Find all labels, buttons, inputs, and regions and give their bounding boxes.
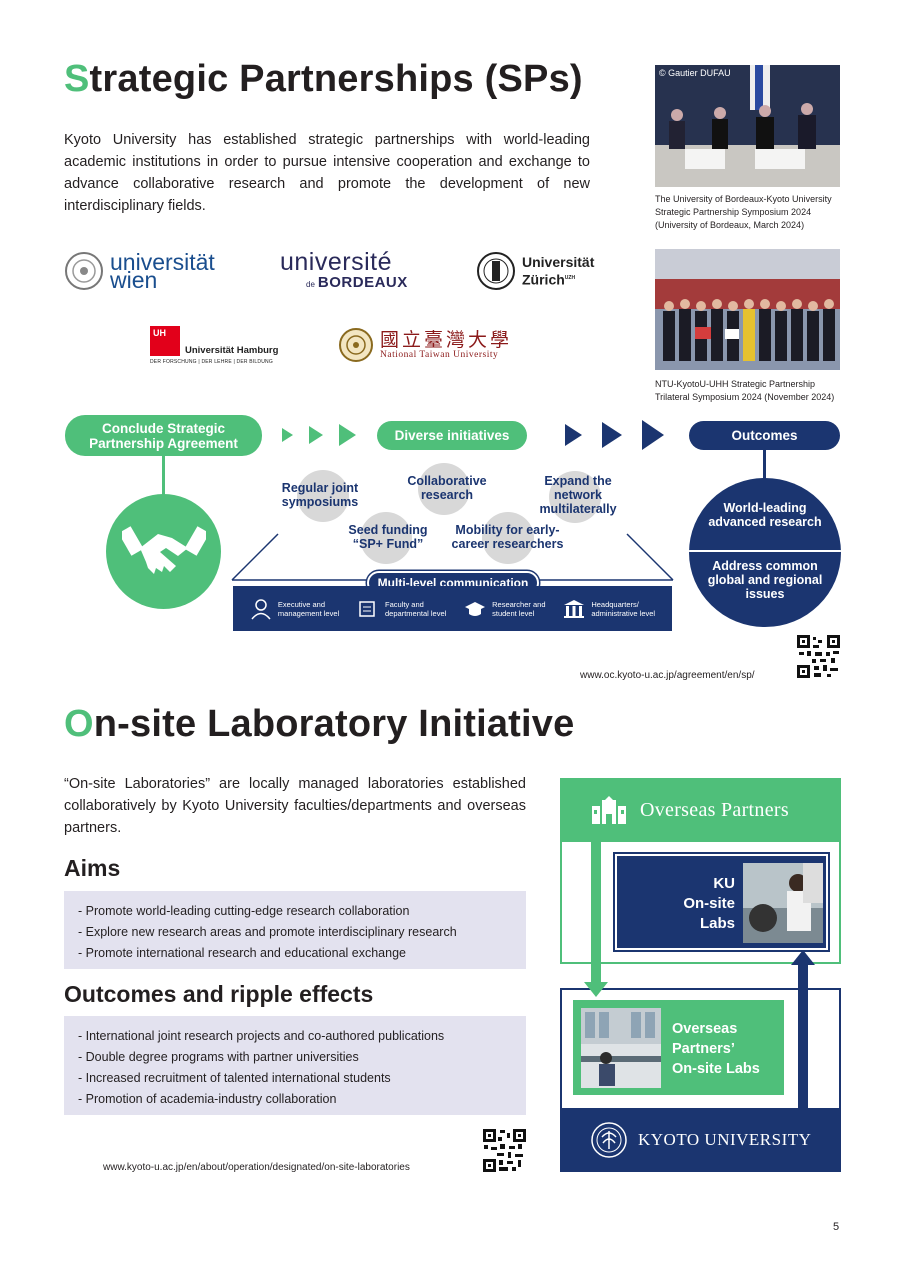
panel-photo-illustration	[655, 65, 840, 187]
list-item: - Promote international research and edu…	[78, 946, 406, 960]
photo2-caption: NTU-KyotoU-UHH Strategic Partnership Tri…	[655, 379, 835, 402]
photo1-caption: The University of Bordeaux-Kyoto Univers…	[655, 194, 832, 230]
bubble-bg	[418, 463, 470, 515]
osl-intro: “On-site Laboratories” are locally manag…	[64, 776, 526, 836]
up-arrow-icon	[791, 950, 815, 965]
bubble-collaborative-research: Collaborative research	[407, 474, 487, 502]
conclude-agreement-pill: Conclude Strategic Partnership Agreement	[65, 415, 262, 456]
down-arrow-icon	[584, 982, 608, 997]
outcomes-box: - International joint research projects …	[64, 1016, 526, 1115]
faculty-icon	[359, 600, 375, 617]
bordeaux-symposium-photo: © Gautier DUFAU	[655, 65, 840, 187]
outcomes-connector	[763, 450, 766, 480]
lab-researcher-photo	[743, 863, 823, 943]
sp-qr-code-icon[interactable]	[797, 635, 840, 678]
level-headquarters: Headquarters/administrative level	[563, 598, 655, 620]
logo-university-of-vienna: universität wien	[64, 251, 215, 292]
sp-title: Strategic Partnerships (SPs)	[64, 58, 583, 100]
zurich-seal-icon	[477, 252, 515, 290]
list-item: - Increased recruitment of talented inte…	[78, 1071, 391, 1085]
aims-box: - Promote world-leading cutting-edge res…	[64, 891, 526, 969]
outcomes-heading: Outcomes and ripple effects	[64, 981, 374, 1007]
bubble-bg	[297, 470, 349, 522]
multi-level-outline	[231, 533, 674, 581]
building-icon	[564, 599, 585, 618]
arrow-icon	[282, 428, 293, 442]
arrow-icon	[602, 422, 622, 448]
onsite-lab-diagram: Overseas Partners KU On-site Labs KYOTO …	[560, 778, 841, 1172]
diverse-initiatives-pill: Diverse initiatives	[377, 421, 527, 450]
logo-national-taiwan-university: 國立臺灣大學 National Taiwan University	[338, 327, 512, 363]
handshake-icon	[121, 525, 206, 574]
logo-universite-de-bordeaux: université de BORDEAUX	[280, 248, 408, 292]
person-icon	[251, 598, 271, 619]
bubble-bg	[549, 471, 601, 523]
list-item: - Double degree programs with partner un…	[78, 1050, 359, 1064]
bubble-seed-funding: Seed funding “SP+ Fund”	[348, 523, 428, 551]
vienna-seal-icon	[65, 252, 103, 290]
logo-university-of-zurich: Universität ZürichUZH	[476, 251, 594, 291]
ku-onsite-labs-box: KU On-site Labs	[615, 854, 828, 950]
hamburg-badge: UH	[150, 326, 180, 356]
arrow-icon	[309, 426, 323, 444]
outcomes-divider	[689, 550, 841, 552]
list-item: - Promote world-leading cutting-edge res…	[78, 904, 410, 918]
outcome-world-leading: World-leading advanced research	[708, 501, 822, 529]
list-item: - International joint research projects …	[78, 1029, 445, 1043]
list-item: - Promotion of academia-industry collabo…	[78, 1092, 337, 1106]
page-number: 5	[833, 1221, 840, 1233]
partner-lab-photo	[581, 1008, 661, 1088]
bubble-bg	[360, 512, 412, 564]
photo-credit: © Gautier DUFAU	[659, 68, 731, 78]
kyoto-university-emblem-icon	[591, 1122, 627, 1158]
osl-url-link[interactable]: www.kyoto-u.ac.jp/en/about/operation/des…	[103, 1162, 410, 1173]
castle-icon	[592, 796, 626, 824]
arrow-icon	[565, 424, 582, 446]
graduation-cap-icon	[465, 601, 486, 616]
down-arrow-shaft	[591, 842, 601, 982]
bubble-regular-symposiums: Regular joint symposiums	[281, 481, 359, 509]
bubble-bg	[482, 512, 534, 564]
group-photo-illustration	[655, 249, 840, 370]
sp-url-link[interactable]: www.oc.kyoto-u.ac.jp/agreement/en/sp/	[580, 670, 755, 681]
logo-universitat-hamburg: UH Universität Hamburg DER FORSCHUNG | D…	[150, 326, 279, 365]
partner-onsite-labs-box: Overseas Partners’ On-site Labs	[573, 1000, 784, 1095]
trilateral-symposium-photo	[655, 249, 840, 370]
outcomes-pill: Outcomes	[689, 421, 840, 450]
kyoto-university-footer: KYOTO UNIVERSITY	[560, 1108, 841, 1172]
list-item: - Explore new research areas and promote…	[78, 925, 457, 939]
agreement-connector	[162, 456, 165, 496]
outcome-address-issues: Address common global and regional issue…	[707, 559, 823, 601]
osl-qr-code-icon[interactable]	[483, 1129, 526, 1172]
ntu-seal-icon	[339, 328, 373, 362]
arrow-icon	[339, 424, 356, 446]
arrow-icon	[642, 420, 664, 450]
outcomes-circle: World-leading advanced research Address …	[689, 478, 841, 627]
handshake-circle	[106, 494, 221, 609]
bubble-mobility: Mobility for early-career researchers	[451, 523, 564, 551]
aims-heading: Aims	[64, 855, 121, 881]
overseas-partners-header: Overseas Partners	[560, 778, 841, 842]
up-arrow-shaft	[798, 964, 808, 1108]
osl-title: On-site Laboratory Initiative	[64, 703, 575, 745]
bubble-expand-network: Expand the network multilaterally	[539, 474, 617, 516]
sp-intro: Kyoto University has established strateg…	[64, 132, 590, 214]
